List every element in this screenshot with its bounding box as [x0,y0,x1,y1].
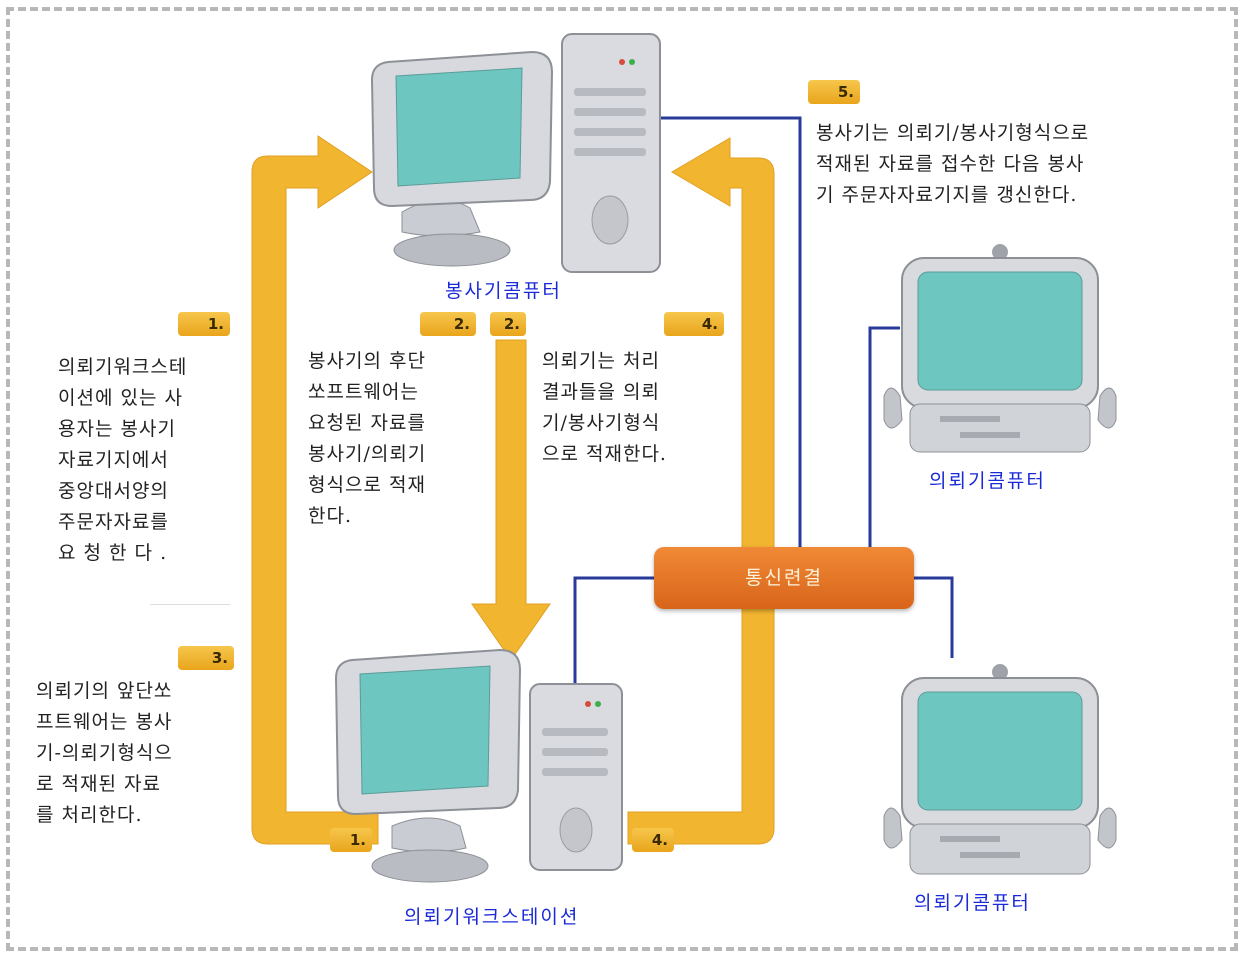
flow-arrows [251,135,775,845]
divider [150,604,230,605]
step3-line: 프트웨어는 봉사 [36,711,173,733]
arrow-step4 [627,137,775,845]
link-client-bottom [914,576,954,658]
step4-line: 으로 적재한다. [542,443,667,465]
step2-line: 요청된 자료를 [308,412,426,434]
step2-line: 쏘프트웨어는 [308,381,419,403]
step4-line: 기/봉사기형식 [542,412,661,434]
workstation-caption: 의뢰기워크스테이션 [404,906,580,928]
step5-line: 적재된 자료를 접수한 다음 봉사 [816,153,1085,175]
client-top-caption: 의뢰기콤퓨터 [929,470,1046,492]
step1-line: 의뢰기워크스테 [58,356,188,378]
step3-badge: 3. [178,646,234,670]
step2-line: 한다. [308,505,352,527]
step5-text: 봉사기는 의뢰기/봉사기형식으로 적재된 자료를 접수한 다음 봉사 기 주문자… [816,118,1196,211]
arrow-step1 [251,135,379,845]
step1-line: 주문자자료를 [58,511,169,533]
link-workstation [573,576,654,688]
server-caption: 봉사기콤퓨터 [445,280,562,302]
step3-line: 의뢰기의 앞단쏘 [36,680,173,702]
step1-line: 이션에 있는 사 [58,387,183,409]
step5-line: 기 주문자자료기지를 갱신한다. [816,184,1078,206]
client-computer-top [883,244,1117,453]
arrow-step4-label: 4. [632,828,674,852]
step5-line: 봉사기는 의뢰기/봉사기형식으로 [816,122,1090,144]
network-box: 통신련결 [654,547,914,609]
client-computer-bottom [883,664,1117,875]
arrow-step2-label: 2. [490,312,526,336]
step3-line: 로 적재된 자료 [36,773,161,795]
network-links [573,116,954,688]
step1-badge: 1. [178,312,230,336]
diagram-frame [6,7,1238,951]
step3-line: 를 처리한다. [36,804,143,826]
arrow-step1-label: 1. [330,828,372,852]
step2-line: 형식으로 적재 [308,474,426,496]
server-computer [370,33,661,273]
step3-text: 의뢰기의 앞단쏘 프트웨어는 봉사 기-의뢰기형식으 로 적재된 자료 를 처리… [36,676,236,831]
step2-line: 봉사기의 후단 [308,350,426,372]
step1-line: 용자는 봉사기 [58,418,176,440]
step1-line: 요 청 한 다 . [58,542,168,564]
step2-line: 봉사기/의뢰기 [308,443,427,465]
step1-line: 중앙대서양의 [58,480,169,502]
step4-text: 의뢰기는 처리 결과들을 의뢰 기/봉사기형식 으로 적재한다. [542,346,728,470]
workstation-computer [334,648,623,883]
step3-line: 기-의뢰기형식으 [36,742,173,764]
step5-badge: 5. [808,80,860,104]
link-client-top [868,326,900,548]
step4-line: 결과들을 의뢰 [542,381,660,403]
link-server [650,116,802,548]
step2-text: 봉사기의 후단 쏘프트웨어는 요청된 자료를 봉사기/의뢰기 형식으로 적재 한… [308,346,488,532]
step4-line: 의뢰기는 처리 [542,350,660,372]
step2-badge: 2. [420,312,476,336]
step1-text: 의뢰기워크스테 이션에 있는 사 용자는 봉사기 자료기지에서 중앙대서양의 주… [58,352,234,569]
step4-badge: 4. [664,312,724,336]
client-bottom-caption: 의뢰기콤퓨터 [914,892,1031,914]
step1-line: 자료기지에서 [58,449,169,471]
arrow-step2 [471,339,551,661]
